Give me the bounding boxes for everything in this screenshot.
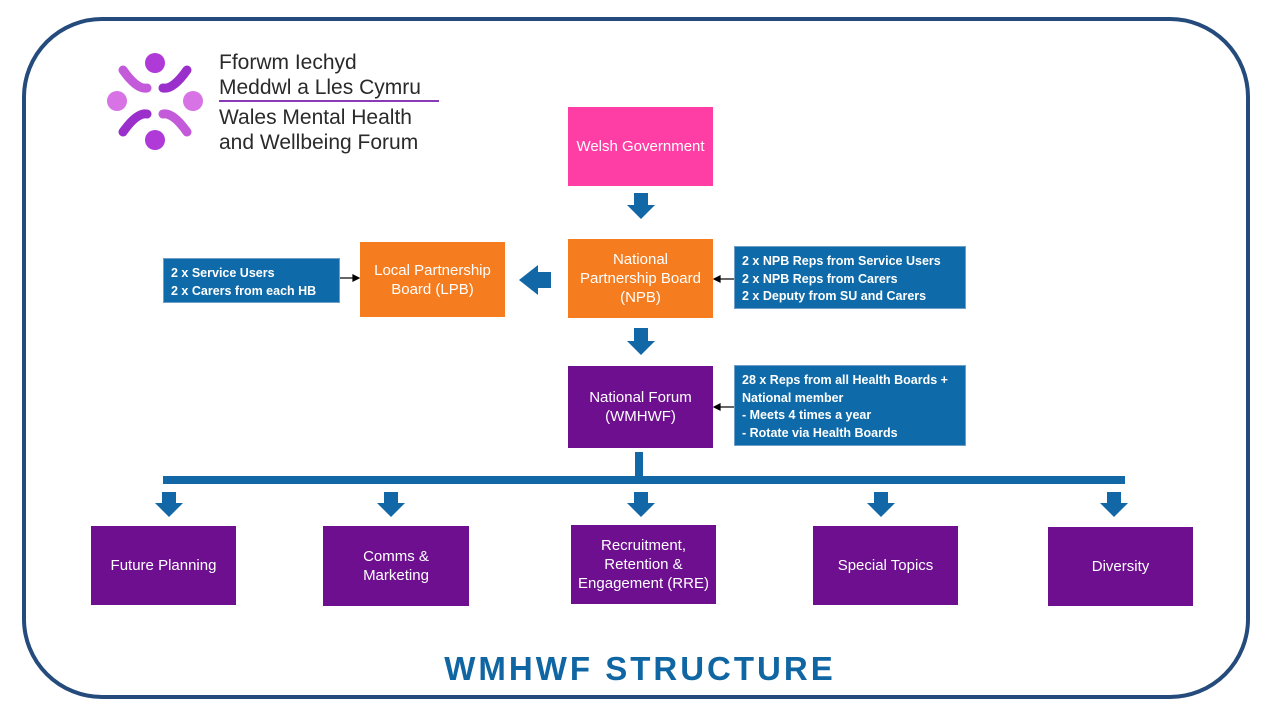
note-forum-reps: 28 x Reps from all Health Boards + Natio… [734, 365, 966, 446]
node-rre: Recruitment, Retention & Engagement (RRE… [571, 525, 716, 604]
node-diversity: Diversity [1048, 527, 1193, 606]
logo-arc-bottom-left [118, 109, 152, 137]
logo-head-bottom [145, 130, 165, 150]
flow-arrows [155, 193, 1128, 517]
arrow-down-comms [377, 492, 405, 517]
logo-arc-bottom-right [158, 109, 192, 137]
arrow-down-future [155, 492, 183, 517]
node-lpb: Local Partnership Board (LPB) [360, 242, 505, 317]
logo-arc-top-left [118, 65, 152, 93]
node-future-planning: Future Planning [91, 526, 236, 605]
arrow-down-wg-npb [627, 193, 655, 219]
note-lpb-reps: 2 x Service Users 2 x Carers from each H… [163, 258, 340, 303]
node-special-topics: Special Topics [813, 526, 958, 605]
logo-head-left [107, 91, 127, 111]
arrow-left-npb-lpb [519, 265, 551, 295]
forum-logo [107, 53, 203, 150]
logo-text-english-1: Wales Mental Health [219, 106, 412, 129]
note-npb-reps: 2 x NPB Reps from Service Users 2 x NPB … [734, 246, 966, 309]
arrow-down-rre [627, 492, 655, 517]
node-comms-marketing-label: Comms & Marketing [363, 548, 429, 584]
node-welsh-government: Welsh Government [568, 107, 713, 186]
arrow-down-diversity [1100, 492, 1128, 517]
node-welsh-government-label: Welsh Government [576, 138, 705, 155]
node-npb-label: National Partnership Board (NPB) [580, 251, 701, 306]
arrow-down-special [867, 492, 895, 517]
node-diversity-label: Diversity [1091, 558, 1150, 575]
page-title: WMHWF STRUCTURE [444, 650, 836, 687]
arrow-down-npb-forum [627, 328, 655, 355]
trunk-line [635, 452, 643, 478]
logo-text-welsh-2: Meddwl a Lles Cymru [219, 76, 421, 99]
slide-frame [22, 17, 1250, 699]
node-comms-marketing: Comms & Marketing [323, 526, 469, 606]
branch-bar [163, 476, 1125, 484]
logo-text-english-2: and Wellbeing Forum [219, 131, 419, 154]
node-npb: National Partnership Board (NPB) [568, 239, 713, 318]
node-national-forum-label: National Forum (WMHWF) [589, 389, 692, 425]
logo-head-top [145, 53, 165, 73]
logo-text-welsh-1: Fforwm Iechyd [219, 51, 357, 74]
node-future-planning-label: Future Planning [110, 557, 217, 574]
node-national-forum: National Forum (WMHWF) [568, 366, 713, 448]
node-lpb-label: Local Partnership Board (LPB) [374, 261, 491, 298]
logo-arc-top-right [158, 65, 192, 93]
logo-head-right [183, 91, 203, 111]
node-rre-label: Recruitment, Retention & Engagement (RRE… [578, 537, 709, 592]
logo-divider [219, 100, 439, 102]
note-connectors [340, 274, 734, 411]
node-special-topics-label: Special Topics [837, 557, 934, 574]
